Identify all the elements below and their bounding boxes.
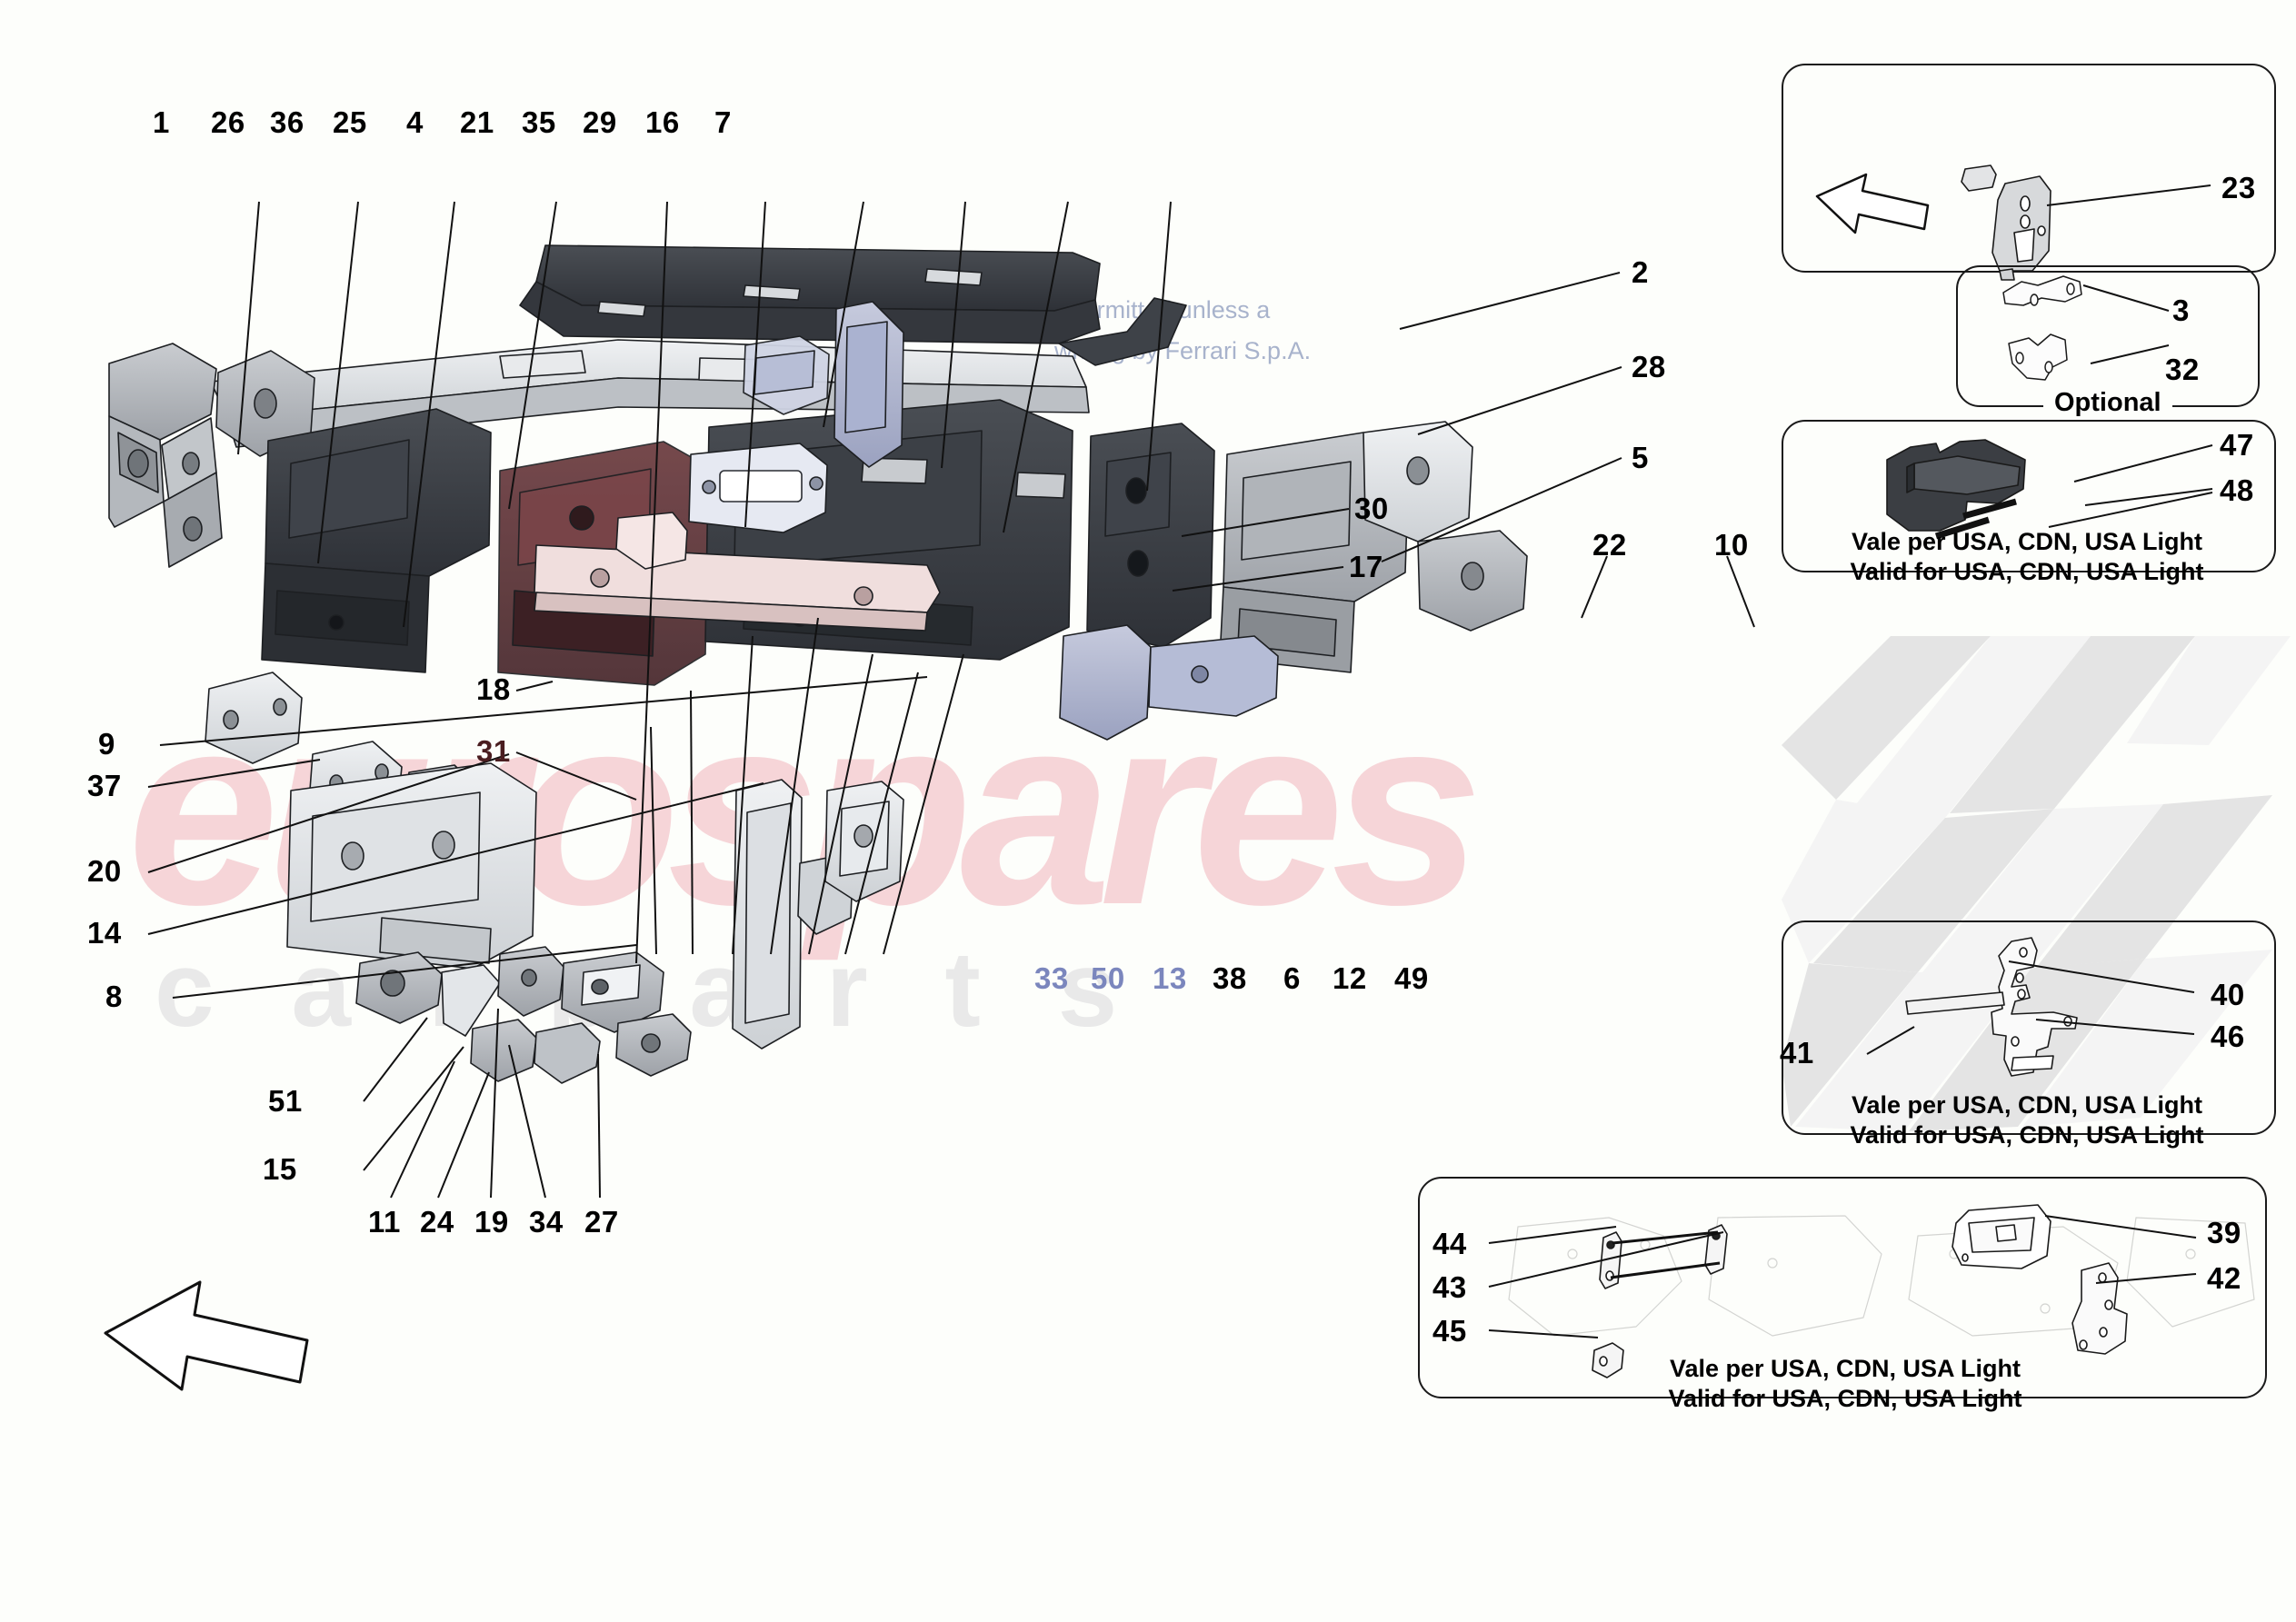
inset-usa-lower-caption: Vale per USA, CDN, USA Light Valid for U…: [1545, 1354, 2145, 1414]
caption-line-en: Valid for USA, CDN, USA Light: [1668, 1384, 2022, 1412]
inset-47-48-artwork: [1886, 439, 2026, 540]
callout-15[interactable]: 15: [263, 1152, 297, 1186]
callout-37[interactable]: 37: [87, 769, 122, 802]
callout-5[interactable]: 5: [1632, 441, 1649, 474]
callout-35[interactable]: 35: [522, 105, 556, 139]
main-assembly-artwork: [108, 244, 1528, 1084]
callout-20[interactable]: 20: [87, 854, 122, 888]
callout-13[interactable]: 13: [1153, 961, 1187, 995]
callout-44[interactable]: 44: [1433, 1227, 1467, 1260]
inset-box-usa-lower: [1418, 1177, 2267, 1398]
callout-36[interactable]: 36: [270, 105, 304, 139]
callout-46[interactable]: 46: [2211, 1020, 2245, 1053]
callout-1[interactable]: 1: [153, 105, 170, 139]
callout-18[interactable]: 18: [476, 672, 511, 706]
callout-9[interactable]: 9: [98, 727, 115, 761]
callout-49[interactable]: 49: [1394, 961, 1429, 995]
inset-usa-lower-leaders: [1488, 1215, 2197, 1338]
inset-box-40-46-41: [1782, 920, 2276, 1135]
inset-optional-caption: Optional: [2043, 387, 2172, 420]
inset-40-46-41-leaders: [1866, 960, 2195, 1055]
callout-24[interactable]: 24: [420, 1205, 454, 1239]
callout-3[interactable]: 3: [2172, 294, 2190, 327]
callout-14[interactable]: 14: [87, 916, 122, 950]
inset-usa-lower-artwork: [1508, 1204, 2255, 1378]
callout-28[interactable]: 28: [1632, 350, 1666, 383]
callout-4[interactable]: 4: [406, 105, 424, 139]
callout-7[interactable]: 7: [714, 105, 732, 139]
callout-32[interactable]: 32: [2165, 353, 2200, 386]
caption-line-it: Vale per USA, CDN, USA Light: [1851, 1091, 2203, 1119]
callout-45[interactable]: 45: [1433, 1314, 1467, 1348]
caption-line-en: Valid for USA, CDN, USA Light: [1850, 557, 2204, 585]
inset-optional-leaders: [2082, 284, 2170, 364]
callout-40[interactable]: 40: [2211, 978, 2245, 1011]
caption-line-it: Vale per USA, CDN, USA Light: [1851, 528, 2203, 555]
callout-2[interactable]: 2: [1632, 255, 1649, 289]
inset-box-23: [1782, 64, 2276, 273]
callout-47[interactable]: 47: [2220, 428, 2254, 462]
callout-43[interactable]: 43: [1433, 1270, 1467, 1304]
inset-optional-artwork: [2002, 275, 2082, 381]
callout-38[interactable]: 38: [1213, 961, 1247, 995]
callout-22[interactable]: 22: [1592, 528, 1627, 562]
callout-23[interactable]: 23: [2221, 171, 2256, 204]
callout-21[interactable]: 21: [460, 105, 494, 139]
callout-10[interactable]: 10: [1714, 528, 1749, 562]
inset-47-48-caption: Vale per USA, CDN, USA Light Valid for U…: [1809, 527, 2245, 587]
callout-8[interactable]: 8: [105, 980, 123, 1013]
inset-box-47-48: [1782, 420, 2276, 572]
callout-16[interactable]: 16: [645, 105, 680, 139]
direction-of-travel-arrow: [104, 1280, 309, 1391]
callout-17[interactable]: 17: [1349, 550, 1383, 583]
callout-48[interactable]: 48: [2220, 473, 2254, 507]
callout-11[interactable]: 11: [368, 1205, 401, 1239]
callout-29[interactable]: 29: [583, 105, 617, 139]
caption-line-it: Vale per USA, CDN, USA Light: [1669, 1355, 2021, 1382]
callout-30[interactable]: 30: [1354, 492, 1389, 525]
inset-40-46-41-caption: Vale per USA, CDN, USA Light Valid for U…: [1809, 1090, 2245, 1150]
callout-27[interactable]: 27: [584, 1205, 619, 1239]
inset-23-leader: [2046, 184, 2211, 206]
callout-51[interactable]: 51: [268, 1084, 303, 1118]
callout-31[interactable]: 31: [476, 734, 511, 768]
inset-23-artwork: [1961, 164, 2051, 281]
callout-34[interactable]: 34: [529, 1205, 564, 1239]
callout-6[interactable]: 6: [1283, 961, 1301, 995]
callout-50[interactable]: 50: [1091, 961, 1125, 995]
callout-19[interactable]: 19: [474, 1205, 509, 1239]
callout-41[interactable]: 41: [1780, 1036, 1814, 1070]
callout-12[interactable]: 12: [1333, 961, 1367, 995]
callout-26[interactable]: 26: [211, 105, 245, 139]
caption-line-en: Valid for USA, CDN, USA Light: [1850, 1120, 2204, 1149]
inset-47-48-leaders: [2048, 444, 2213, 528]
inset-40-46-41-artwork: [1905, 937, 2078, 1077]
callout-33[interactable]: 33: [1034, 961, 1069, 995]
callout-39[interactable]: 39: [2207, 1216, 2241, 1249]
inset-23-direction-arrow: [1815, 173, 1930, 234]
callout-25[interactable]: 25: [333, 105, 367, 139]
callout-42[interactable]: 42: [2207, 1261, 2241, 1295]
